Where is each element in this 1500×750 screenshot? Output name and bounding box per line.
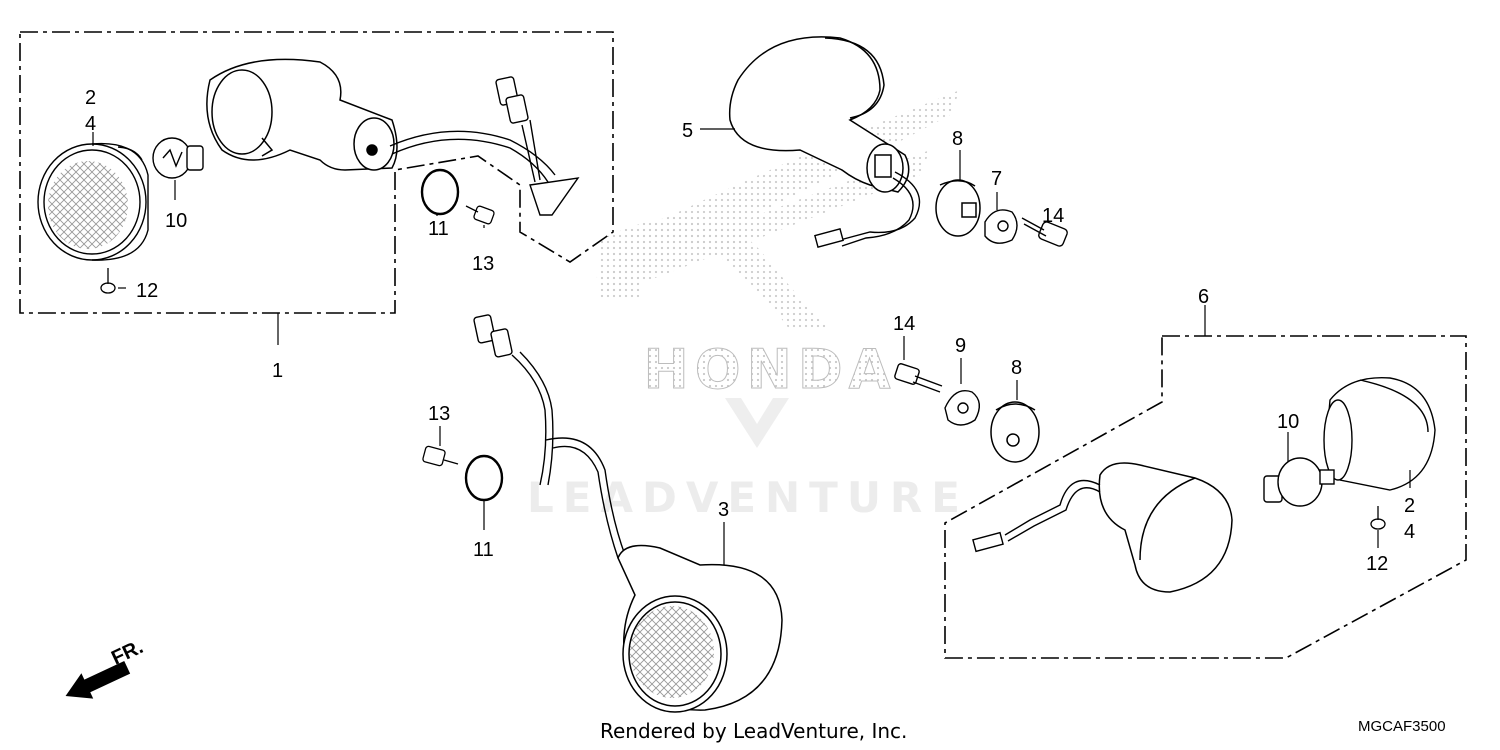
callout-11: 11: [473, 539, 494, 561]
group-boundary-rear-right: [944, 335, 1467, 659]
lens-icon: [1319, 376, 1436, 491]
signal-housing-icon: [206, 58, 398, 171]
callout-14: 14: [1042, 205, 1064, 227]
signal-housing-icon: [617, 544, 783, 713]
callout-9: 9: [955, 335, 966, 357]
callout-11: 11: [428, 218, 449, 240]
callout-5: 5: [682, 120, 693, 142]
callout-4: 4: [1404, 521, 1415, 543]
bolt-icon: [1021, 217, 1068, 247]
wire-harness-icon: [511, 351, 626, 559]
rubber-mount-icon: [935, 179, 981, 237]
collar-plate-icon: [984, 209, 1018, 244]
callout-3: 3: [718, 499, 729, 521]
callout-8: 8: [952, 128, 963, 150]
callout-13: 13: [472, 253, 494, 275]
callout-8: 8: [1011, 357, 1022, 379]
front-direction-arrow-icon: [65, 660, 131, 699]
callout-10: 10: [165, 210, 187, 232]
callout-12: 12: [136, 280, 158, 302]
leader-lines-group-2: [700, 128, 998, 210]
callout-4: 4: [85, 113, 96, 135]
screw-icon: [422, 445, 459, 467]
rear-wire-icon: [972, 479, 1101, 553]
rubber-mount-icon: [990, 401, 1040, 463]
leader-lines-group-5: [1204, 305, 1411, 548]
callout-13: 13: [428, 403, 450, 425]
callout-2: 2: [1404, 495, 1415, 517]
leader-lines-group-4: [439, 426, 725, 565]
callout-14: 14: [893, 313, 915, 335]
callout-12: 12: [1366, 553, 1388, 575]
callout-6: 6: [1198, 286, 1209, 308]
callout-1: 1: [272, 360, 283, 382]
bulb-icon: [1263, 457, 1323, 507]
o-ring-icon: [464, 454, 504, 502]
rear-signal-housing-icon: [728, 36, 910, 193]
bolt-icon: [894, 363, 943, 393]
wire-harness-icon: [389, 119, 580, 216]
honda-wordmark-watermark: HONDA: [644, 338, 897, 401]
group-boundary-front-left: [19, 31, 614, 314]
o-ring-icon: [420, 168, 460, 216]
callout-2: 2: [85, 87, 96, 109]
signal-housing-icon: [1098, 462, 1233, 593]
screw-icon: [465, 205, 495, 225]
leader-lines-group-3: [903, 336, 1018, 400]
diagram-code: MGCAF3500: [1358, 718, 1446, 735]
collar-plate-icon: [944, 390, 980, 426]
leader-lines-group-1: [92, 132, 485, 345]
leadventure-logo-watermark: [725, 398, 789, 448]
tapping-screw-icon: [1370, 506, 1386, 530]
callout-10: 10: [1277, 411, 1299, 433]
rear-wire-icon: [814, 171, 921, 249]
leadventure-wordmark-watermark: LEADVENTURE: [527, 473, 969, 522]
callout-7: 7: [991, 168, 1002, 190]
bulb-icon: [152, 137, 204, 179]
connector-icon: [473, 314, 513, 358]
credit-text: Rendered by LeadVenture, Inc.: [600, 719, 907, 743]
tapping-screw-icon: [100, 268, 116, 294]
connector-icon: [495, 76, 529, 124]
front-direction-label: FR.: [108, 636, 146, 670]
lens-icon: [37, 142, 149, 261]
